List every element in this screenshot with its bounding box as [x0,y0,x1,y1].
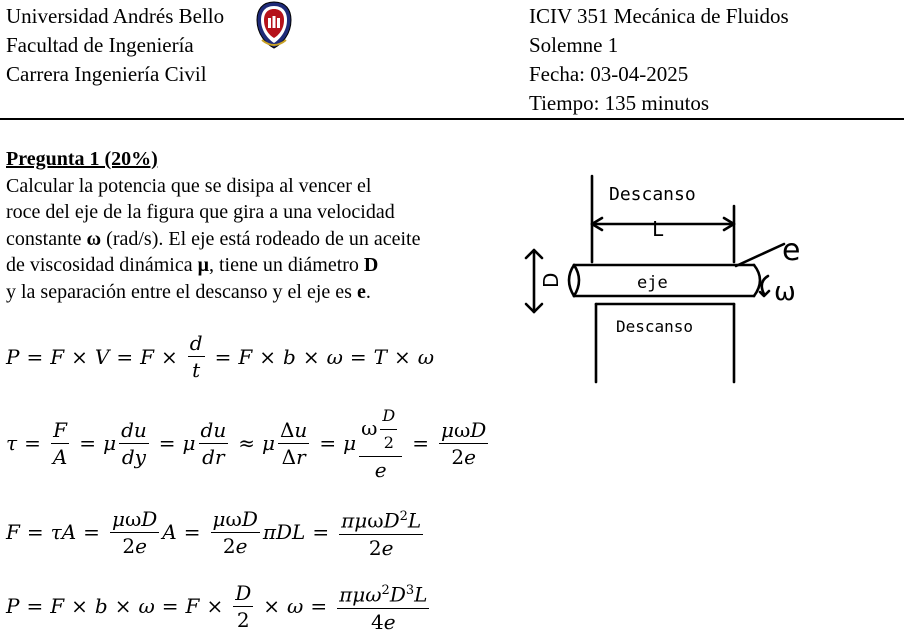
question-title: Pregunta 1 (20%) [6,148,158,170]
university-name: Universidad Andrés Bello [6,4,225,28]
exam-date: Fecha: 03-04-2025 [529,62,689,86]
gap-symbol: e [356,280,366,303]
exam-header: Universidad Andrés Bello Facultad de Ing… [0,0,904,118]
exam-name: Solemne 1 [529,33,619,57]
course-name: ICIV 351 Mecánica de Fluidos [529,4,789,28]
length-label: L [652,217,664,241]
exam-duration: Tiempo: 135 minutos [529,91,710,115]
statement-line: roce del eje de la figura que gira a una… [6,201,395,223]
top-bearing-label: Descanso [609,184,696,205]
statement-line: Calcular la potencia que se disipa al ve… [6,174,372,197]
statement-line: de viscosidad dinámica μ, tiene un diáme… [6,254,379,276]
gap-label: e [782,233,800,268]
question-statement: Calcular la potencia que se disipa al ve… [6,173,486,306]
diameter-symbol: D [363,254,379,276]
faculty-name: Facultad de Ingeniería [6,33,194,57]
shaft-bearing-figure: Descanso L eje Descanso e ω D [524,174,800,384]
rotation-label: ω [774,277,796,307]
header-divider [0,118,904,120]
statement-line: constante ω (rad/s). El eje está rodeado… [6,227,421,250]
question-block: Pregunta 1 (20%) Calcular la potencia qu… [6,146,486,305]
career-name: Carrera Ingeniería Civil [6,62,207,86]
omega-symbol: ω [86,227,102,250]
mu-symbol: μ [197,254,209,276]
shaft-label: eje [637,273,668,293]
header-institution: Universidad Andrés Bello Facultad de Ing… [6,2,224,89]
university-logo [256,1,292,49]
statement-line: y la separación entre el descanso y el e… [6,280,371,303]
diameter-label: D [539,273,563,288]
bottom-bearing-label: Descanso [616,317,693,336]
header-course-info: ICIV 351 Mecánica de Fluidos Solemne 1 F… [529,2,789,118]
